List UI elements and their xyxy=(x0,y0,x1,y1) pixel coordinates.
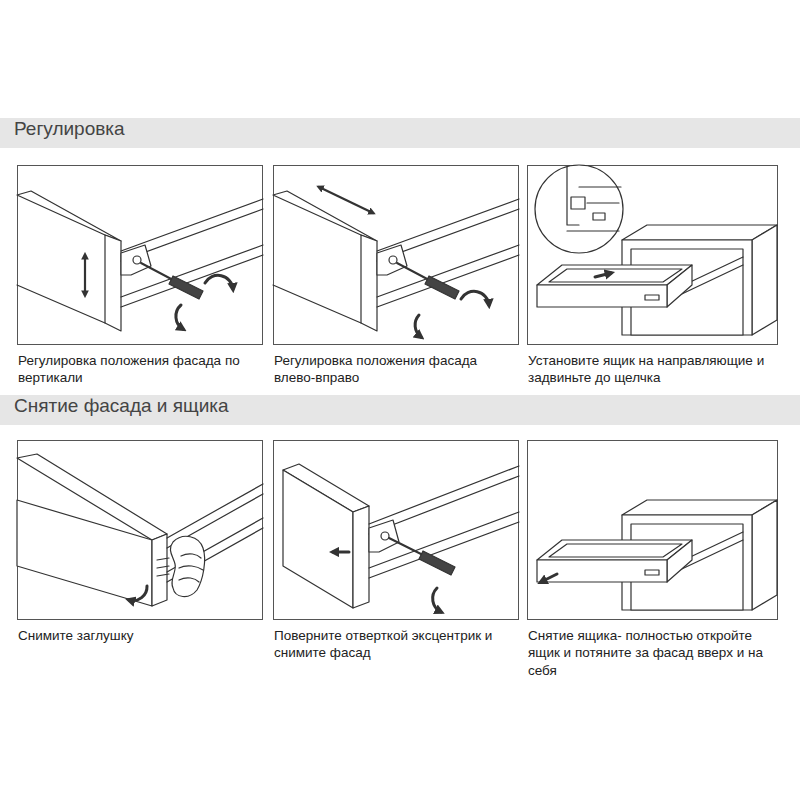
facade-top xyxy=(17,454,167,540)
facade-board xyxy=(17,500,152,606)
step-caption: Регулировка положения фасада влево-вправ… xyxy=(274,352,518,387)
cabinet-drawing xyxy=(537,225,777,335)
instruction-panel: Регулировка положения фасада по вертикал… xyxy=(17,165,263,345)
instruction-panel: Снимите заглушку xyxy=(17,440,263,620)
facade-board xyxy=(283,470,353,608)
drawer-assembly xyxy=(17,191,263,331)
section-heading: Регулировка xyxy=(14,118,125,140)
vertical-arrow xyxy=(84,255,86,295)
step-caption: Установите ящик на направляющие и задвин… xyxy=(528,352,777,387)
instruction-panel: Снятие ящика- полностью откройте ящик и … xyxy=(527,440,778,620)
step-caption: Снятие ящика- полностью откройте ящик и … xyxy=(528,627,777,679)
drawer-side xyxy=(369,466,519,578)
screwdriver-shaft xyxy=(389,538,425,556)
facade-top xyxy=(283,464,369,512)
hand-fingers xyxy=(179,554,203,582)
detail-lines xyxy=(567,167,621,231)
remove-arrow xyxy=(129,586,147,601)
detail-clip xyxy=(571,197,585,209)
rotate-arrow xyxy=(461,291,489,305)
step-caption: Снимите заглушку xyxy=(18,627,262,644)
step-caption: Поверните отверткой эксцентрик и снимите… xyxy=(274,627,518,662)
rotate-arrow xyxy=(433,588,441,612)
facade-edge xyxy=(353,506,369,608)
step-caption: Регулировка положения фасада по вертикал… xyxy=(18,352,262,387)
eccentric-screw xyxy=(381,532,389,540)
instruction-panel: Регулировка положения фасада влево-вправ… xyxy=(273,165,519,345)
instruction-panel: Поверните отверткой эксцентрик и снимите… xyxy=(273,440,519,620)
drawer-assembly xyxy=(273,191,519,331)
pull-arrow xyxy=(541,574,557,582)
rotate-arrow xyxy=(205,275,233,289)
screwdriver-handle xyxy=(419,551,455,575)
rotate-arrow xyxy=(176,305,183,329)
section-heading: Снятие фасада и ящика xyxy=(14,395,229,417)
horizontal-arrow xyxy=(319,187,373,213)
magnifier xyxy=(535,165,623,253)
push-arrow xyxy=(595,273,611,277)
facade-bracket xyxy=(369,520,399,552)
instruction-panel: Установите ящик на направляющие и задвин… xyxy=(527,165,778,345)
drawer-side xyxy=(167,484,263,582)
facade-edge xyxy=(152,534,167,606)
pull-arrow xyxy=(333,551,349,554)
rotate-arrow xyxy=(415,315,421,337)
hand xyxy=(170,536,204,596)
detail-slot xyxy=(593,213,605,220)
section-band: Снятие фасада и ящика xyxy=(0,395,800,425)
cover-cap xyxy=(157,558,169,576)
section-band: Регулировка xyxy=(0,118,800,148)
cabinet-drawing xyxy=(537,500,777,610)
